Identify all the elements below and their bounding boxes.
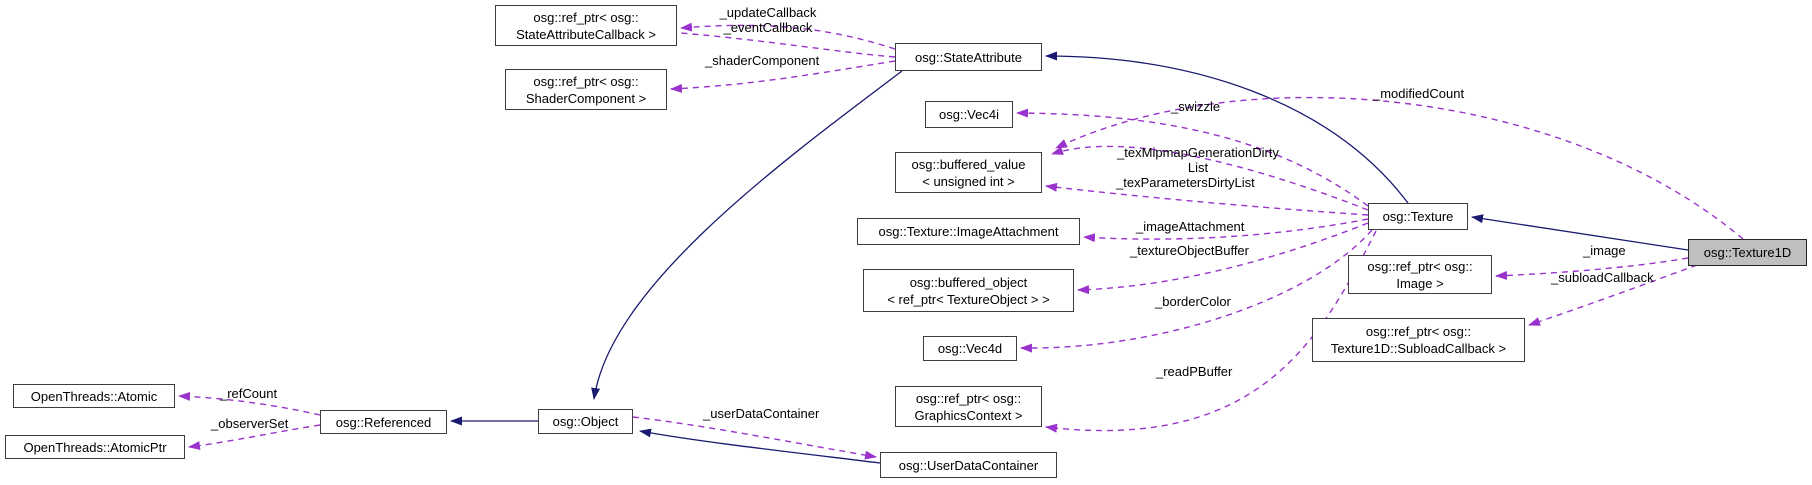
- class-label: OpenThreads::Atomic: [30, 388, 158, 404]
- class-label: osg::StateAttribute: [915, 49, 1022, 65]
- class-label: StateAttributeCallback >: [516, 26, 656, 42]
- edge-label-updatecallback: _updateCallback: [719, 5, 817, 20]
- class-node-ref-ptr-image[interactable]: osg::ref_ptr< osg:: Image >: [1348, 255, 1492, 294]
- class-label: < ref_ptr< TextureObject > >: [887, 291, 1050, 307]
- edge-usage-texparamsdirtylist: [1045, 182, 1369, 216]
- edge-label-observerset: _observerSet: [211, 416, 289, 431]
- class-node-openthreads-atomicptr[interactable]: OpenThreads::AtomicPtr: [5, 435, 185, 459]
- class-label: osg::buffered_object: [909, 274, 1028, 290]
- edge-label-subloadcallback: _subloadCallback: [1551, 270, 1654, 285]
- edge-usage-bordercolor: [1020, 229, 1373, 353]
- edge-inheritance-userdatacontainer-to-object: [639, 428, 881, 464]
- edge-label-modifiedcount: _modifiedCount: [1373, 86, 1465, 101]
- class-node-buffered-object[interactable]: osg::buffered_object < ref_ptr< TextureO…: [863, 269, 1074, 312]
- edge-label-callbacks: _updateCallback _eventCallback: [700, 5, 836, 35]
- class-label: osg::Vec4i: [939, 107, 999, 122]
- edge-usage-image: [1495, 257, 1689, 280]
- class-label: osg::Referenced: [335, 414, 432, 430]
- class-node-buffered-value[interactable]: osg::buffered_value < unsigned int >: [895, 152, 1042, 193]
- class-label: GraphicsContext >: [914, 407, 1023, 423]
- class-node-referenced[interactable]: osg::Referenced: [320, 410, 447, 434]
- class-node-vec4d[interactable]: osg::Vec4d: [923, 336, 1017, 361]
- edge-label-refcount: _refCount: [220, 386, 278, 401]
- class-label: Image >: [1396, 275, 1444, 291]
- class-label: Texture1D::SubloadCallback >: [1330, 341, 1507, 356]
- edge-label-eventcallback: _eventCallback: [723, 20, 813, 35]
- class-label: osg::Vec4d: [937, 341, 1003, 356]
- class-node-texture-imageattachment[interactable]: osg::Texture::ImageAttachment: [857, 218, 1080, 245]
- edge-label-bordercolor: _borderColor: [1155, 294, 1231, 309]
- edge-label-texmipmap-line2: List: [1187, 160, 1209, 175]
- edge-usage-eventcallback: [680, 32, 896, 58]
- class-label: osg::Texture: [1382, 209, 1454, 224]
- edge-usage-updatecallback: [680, 22, 896, 50]
- edge-inheritance-texture1d-to-texture: [1471, 214, 1689, 251]
- class-label: osg::ref_ptr< osg::: [533, 9, 639, 25]
- class-label: osg::ref_ptr< osg::: [533, 73, 639, 89]
- edge-usage-swizzle: [1016, 108, 1369, 207]
- class-label: osg::ref_ptr< osg::: [915, 390, 1022, 406]
- class-label: osg::Object: [552, 414, 619, 429]
- class-node-texture1d-focus: osg::Texture1D: [1688, 239, 1807, 266]
- edge-label-shadercomponent: _shaderComponent: [705, 53, 820, 68]
- edge-usage-texmipmapdirtylist: [1051, 145, 1369, 211]
- class-node-ref-ptr-graphicscontext[interactable]: osg::ref_ptr< osg:: GraphicsContext >: [895, 386, 1042, 427]
- class-node-openthreads-atomic[interactable]: OpenThreads::Atomic: [13, 384, 175, 408]
- class-node-texture[interactable]: osg::Texture: [1368, 203, 1468, 230]
- edge-usage-refcount: [178, 391, 321, 416]
- edge-usage-subloadcallback: [1528, 264, 1698, 326]
- class-label: osg::Texture::ImageAttachment: [878, 224, 1059, 239]
- class-label: osg::ref_ptr< osg::: [1365, 324, 1472, 339]
- edge-label-texmipmap-line1: _texMipmapGenerationDirty: [1117, 145, 1279, 160]
- class-node-ref-ptr-stateattributecallback[interactable]: osg::ref_ptr< osg:: StateAttributeCallba…: [495, 5, 677, 46]
- edge-label-textureobjectbuffer: _textureObjectBuffer: [1130, 243, 1249, 258]
- class-label: OpenThreads::AtomicPtr: [23, 439, 167, 455]
- class-label: osg::Texture1D: [1703, 245, 1792, 260]
- class-node-vec4i[interactable]: osg::Vec4i: [925, 101, 1013, 128]
- edge-usage-observerset: [188, 424, 321, 451]
- edge-label-userdatacontainer: _userDataContainer: [703, 406, 820, 421]
- edge-label-texmipmap: _texMipmapGenerationDirty List: [1103, 145, 1293, 175]
- class-node-object[interactable]: osg::Object: [538, 409, 633, 434]
- class-node-userdatacontainer[interactable]: osg::UserDataContainer: [880, 452, 1057, 478]
- edge-label-swizzle: _swizzle: [1171, 99, 1221, 114]
- edge-inheritance-texture-to-stateattribute: [1045, 51, 1409, 204]
- edge-label-texparams: _texParametersDirtyList: [1116, 175, 1255, 190]
- edge-usage-shadercomponent: [670, 60, 896, 93]
- class-label: ShaderComponent >: [525, 90, 647, 106]
- class-node-stateattribute[interactable]: osg::StateAttribute: [895, 43, 1042, 71]
- edge-label-imageattachment: _imageAttachment: [1136, 219, 1245, 234]
- edge-inheritance-stateattribute-to-object: [591, 70, 903, 400]
- edge-usage-textureobjectbuffer: [1077, 222, 1369, 295]
- edge-usage-modifiedcount: [1055, 96, 1744, 240]
- edge-label-readpbuffer: _readPBuffer: [1156, 364, 1233, 379]
- class-node-ref-ptr-shadercomponent[interactable]: osg::ref_ptr< osg:: ShaderComponent >: [505, 69, 667, 110]
- edge-label-image: _image: [1583, 243, 1626, 258]
- class-label: osg::buffered_value: [911, 156, 1026, 172]
- class-node-ref-ptr-subloadcallback[interactable]: osg::ref_ptr< osg:: Texture1D::SubloadCa…: [1312, 318, 1525, 362]
- edge-usage-imageattachment: [1083, 218, 1369, 243]
- class-label: < unsigned int >: [922, 173, 1015, 189]
- class-label: osg::ref_ptr< osg::: [1367, 258, 1473, 274]
- class-label: osg::UserDataContainer: [898, 457, 1039, 473]
- edge-usage-userdatacontainer: [632, 416, 877, 460]
